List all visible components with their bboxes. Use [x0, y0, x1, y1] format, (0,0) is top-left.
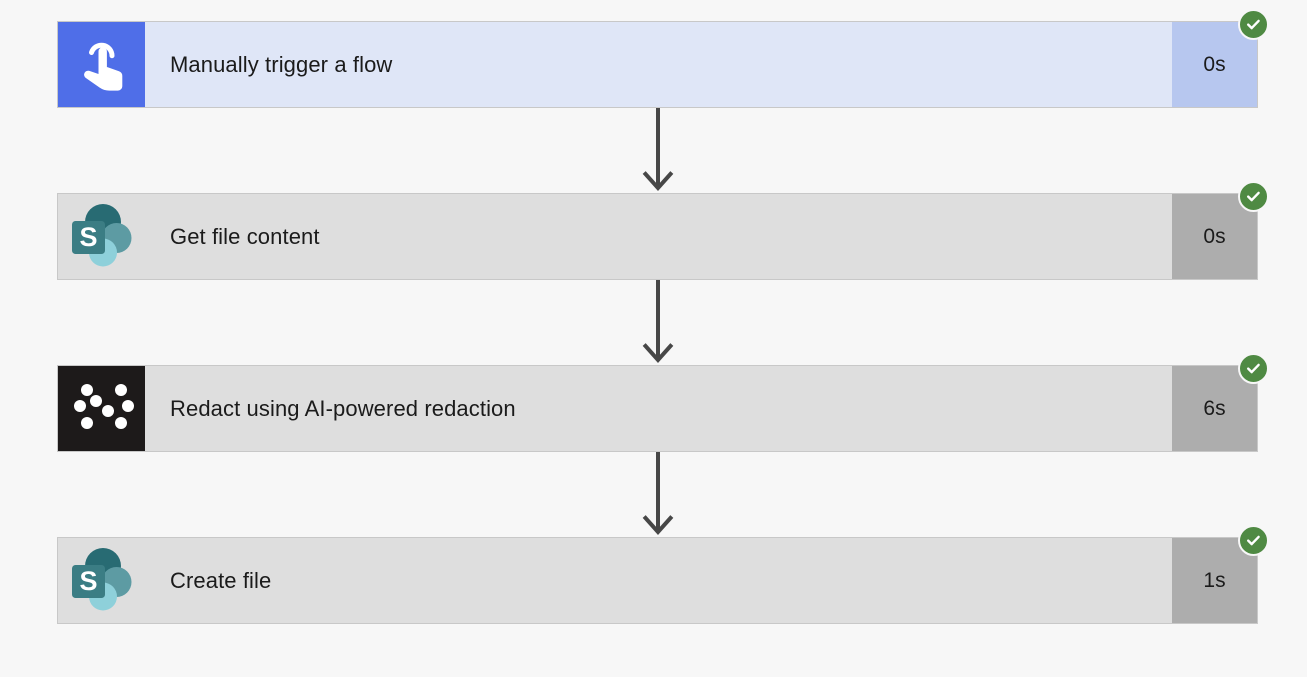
step-title: Manually trigger a flow: [170, 51, 393, 77]
step-title: Get file content: [170, 223, 320, 249]
status-badge-succeeded: [1238, 181, 1269, 212]
step-body[interactable]: Get file content: [145, 194, 1172, 279]
flow-step-create-file[interactable]: S Create file 1s: [57, 525, 1269, 624]
arrow-down-icon: [642, 280, 674, 364]
check-circle-icon: [1247, 191, 1260, 202]
step-icon-container: S: [58, 194, 145, 279]
check-circle-icon: [1247, 363, 1260, 374]
step-title: Create file: [170, 567, 272, 593]
check-circle-icon: [1247, 19, 1260, 30]
sharepoint-icon: S: [72, 548, 132, 611]
connector-arrow-1: [640, 108, 676, 193]
step-body[interactable]: Create file: [145, 538, 1172, 623]
arrow-down-icon: [642, 108, 674, 192]
flow-step-manually-trigger-a-flow[interactable]: Manually trigger a flow 0s: [57, 9, 1269, 108]
check-circle-icon: [1247, 535, 1260, 546]
flow-step-get-file-content[interactable]: S Get file content 0s: [57, 181, 1269, 280]
sharepoint-icon: S: [72, 204, 132, 267]
svg-text:S: S: [79, 222, 97, 252]
step-icon-container: [58, 22, 145, 107]
connector-arrow-3: [640, 452, 676, 537]
step-icon-container: [58, 366, 145, 451]
status-badge-succeeded: [1238, 9, 1269, 40]
step-title: Redact using AI-powered redaction: [170, 395, 516, 421]
arrow-down-icon: [642, 452, 674, 536]
step-duration: 1s: [1172, 538, 1257, 623]
flow-step-redact-using-ai-powered-redaction[interactable]: Redact using AI-powered redaction 6s: [57, 353, 1269, 452]
step-body[interactable]: Manually trigger a flow: [145, 22, 1172, 107]
step-icon-container: S: [58, 538, 145, 623]
svg-text:S: S: [79, 566, 97, 596]
connector-arrow-2: [640, 280, 676, 365]
tap-hand-icon: [58, 22, 145, 107]
status-badge-succeeded: [1238, 525, 1269, 556]
redact-dots-icon: [58, 366, 145, 451]
step-body[interactable]: Redact using AI-powered redaction: [145, 366, 1172, 451]
status-badge-succeeded: [1238, 353, 1269, 384]
